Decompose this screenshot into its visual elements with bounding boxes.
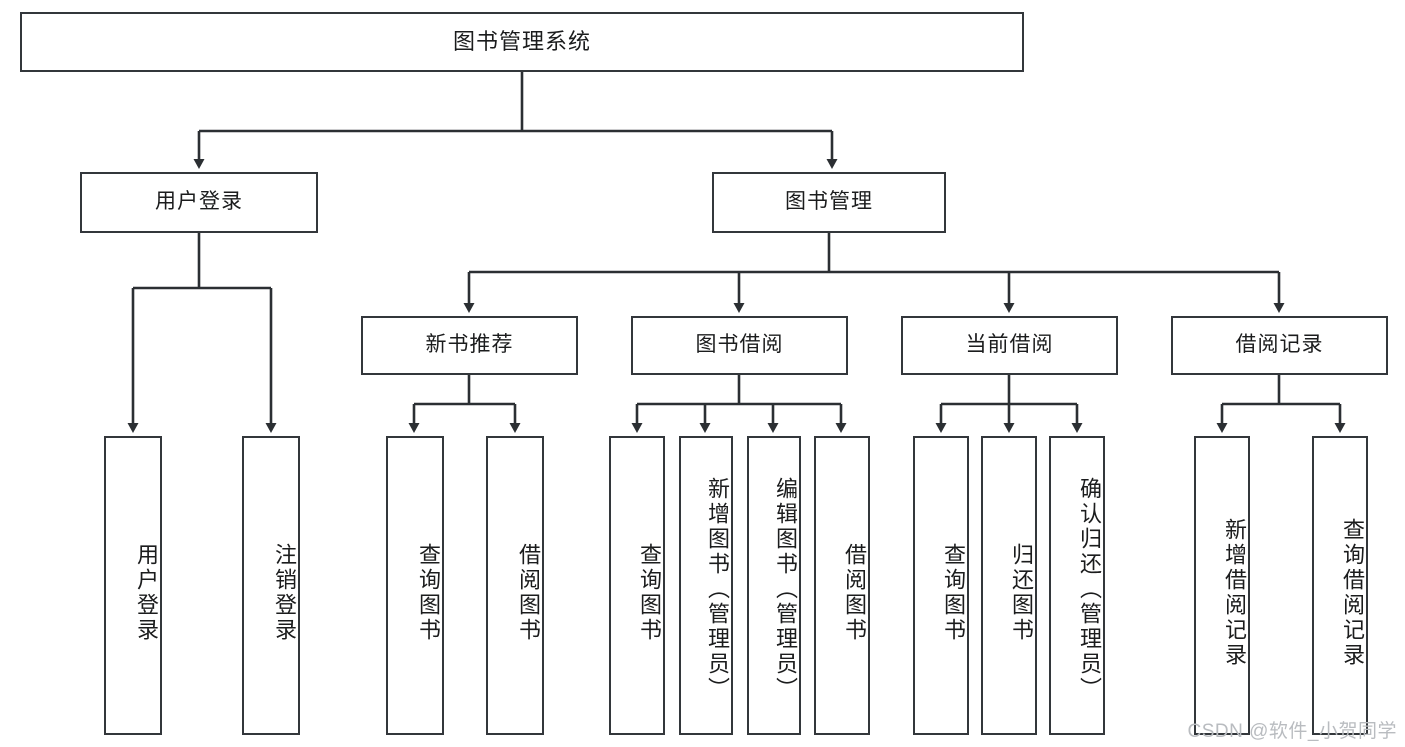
leaf-borrow-book[interactable]: 借阅图书 (814, 436, 870, 735)
node-book-management[interactable]: 图书管理 (712, 172, 946, 233)
leaf-add-book-admin[interactable]: 新增图书（管理员） (679, 436, 733, 735)
node-root-book-management-system[interactable]: 图书管理系统 (20, 12, 1024, 72)
csdn-watermark: CSDN @软件_小贺同学 (1187, 721, 1397, 742)
node-user-login[interactable]: 用户登录 (80, 172, 318, 233)
node-current-borrowing[interactable]: 当前借阅 (901, 316, 1118, 375)
leaf-query-book-borrow[interactable]: 查询图书 (609, 436, 665, 735)
leaf-query-borrow-record[interactable]: 查询借阅记录 (1312, 436, 1368, 735)
leaf-borrow-book-recommend[interactable]: 借阅图书 (486, 436, 544, 735)
node-book-borrowing[interactable]: 图书借阅 (631, 316, 848, 375)
leaf-edit-book-admin[interactable]: 编辑图书（管理员） (747, 436, 801, 735)
leaf-confirm-return-admin[interactable]: 确认归还（管理员） (1049, 436, 1105, 735)
leaf-add-borrow-record[interactable]: 新增借阅记录 (1194, 436, 1250, 735)
node-new-book-recommendation[interactable]: 新书推荐 (361, 316, 578, 375)
leaf-logout-login[interactable]: 注销登录 (242, 436, 300, 735)
leaf-user-login[interactable]: 用户登录 (104, 436, 162, 735)
leaf-query-book-recommend[interactable]: 查询图书 (386, 436, 444, 735)
leaf-return-book[interactable]: 归还图书 (981, 436, 1037, 735)
node-borrowing-record[interactable]: 借阅记录 (1171, 316, 1388, 375)
leaf-query-book-current[interactable]: 查询图书 (913, 436, 969, 735)
